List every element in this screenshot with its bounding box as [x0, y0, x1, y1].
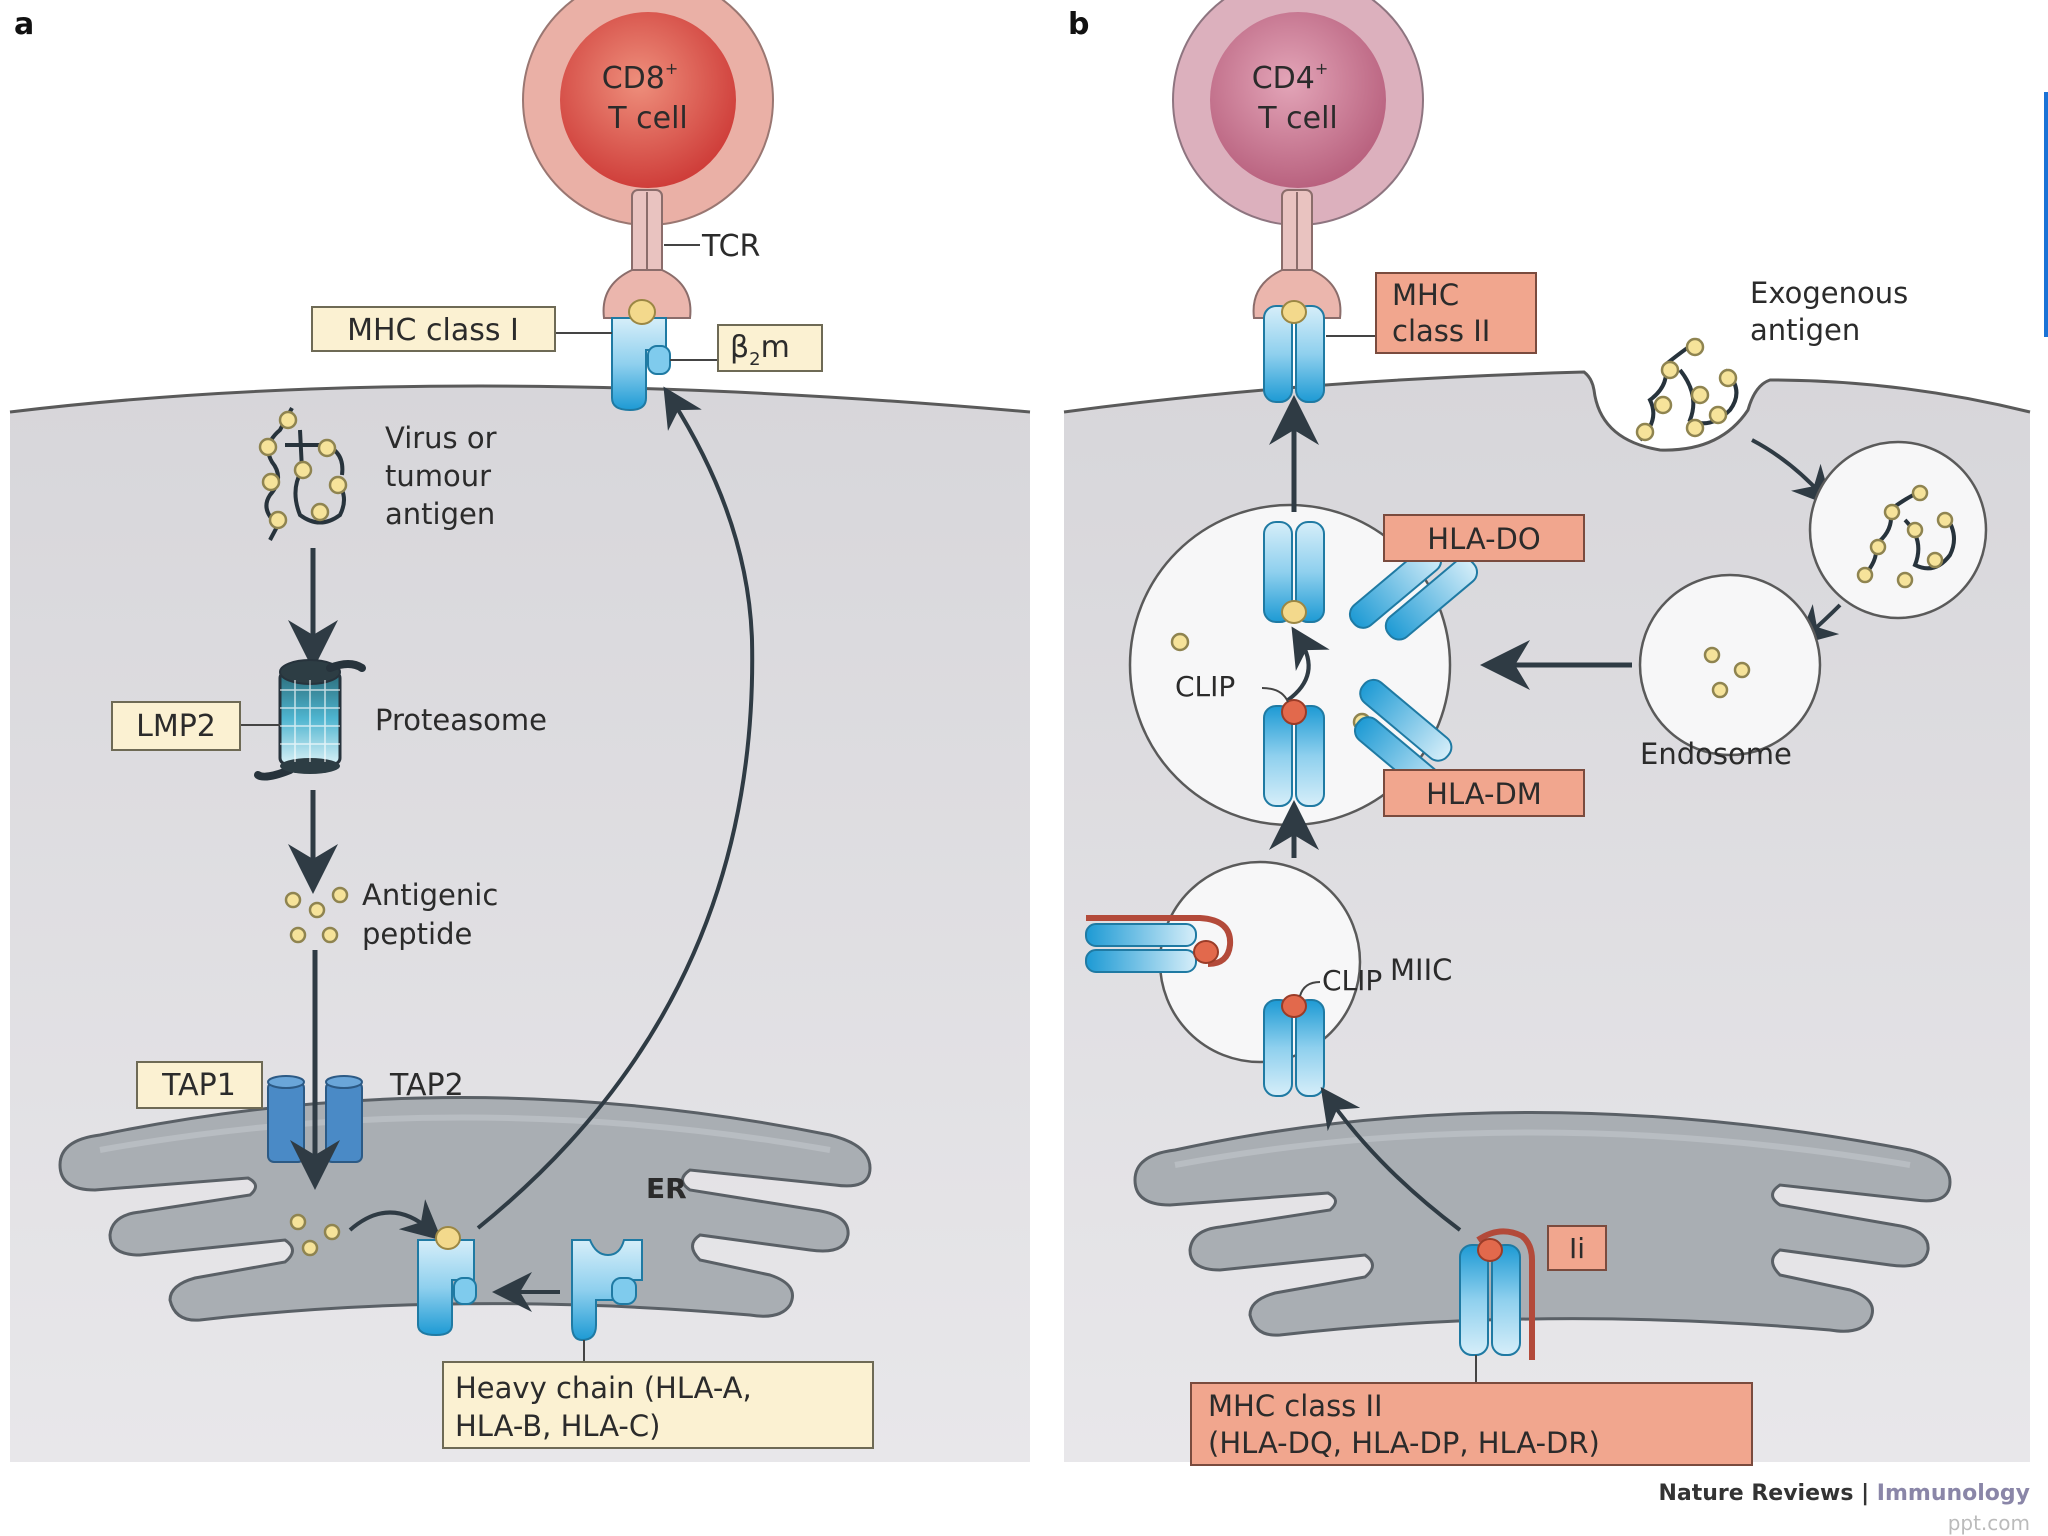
t-cell-label: T cell: [1257, 101, 1337, 136]
svg-text:HLA-DO: HLA-DO: [1427, 522, 1540, 556]
clip-lower-leader-line: [1299, 981, 1321, 997]
endosome-label: Endosome: [1640, 737, 1792, 771]
mhc-class-i-er-loaded: [417, 1226, 477, 1337]
antigenic-peptide-icon: [284, 886, 349, 944]
antigen-label-line1: Virus or: [385, 421, 497, 455]
tap1-label-box: TAP1: [136, 1061, 263, 1109]
panel-a-er: [58, 1096, 872, 1322]
slide-edge-accent-bar: [2044, 92, 2048, 337]
early-endosome-vesicle: [1808, 440, 1988, 620]
svg-text:MHC class I: MHC class I: [347, 313, 519, 348]
miic-compartment: [1085, 860, 1362, 1097]
mhc-class-i-heavy-chain: [571, 1239, 643, 1342]
proteasome-icon: [254, 659, 366, 781]
ii-label-box: Ii: [1547, 1225, 1607, 1271]
arrow-endocytosis: [1751, 438, 1833, 507]
svg-text:TAP1: TAP1: [161, 1068, 236, 1103]
tcr-receptor-b: [1252, 189, 1342, 319]
mhc-class-ii-genes-label-box: MHC class II (HLA-DQ, HLA-DP, HLA-DR): [1190, 1382, 1753, 1466]
exogenous-label-line2: antigen: [1750, 313, 1860, 347]
mhc-class-i-surface: [611, 299, 671, 412]
exogenous-label-line1: Exogenous: [1750, 276, 1908, 310]
antigen-label-line3: antigen: [385, 497, 495, 531]
miic-label: MIIC: [1390, 953, 1452, 987]
svg-text:class II: class II: [1392, 314, 1490, 348]
peptide-label-line2: peptide: [362, 917, 472, 951]
svg-text:β2m: β2m: [730, 330, 790, 370]
mhc-class-ii-loaded: [1263, 521, 1325, 624]
er-label: ER: [646, 1172, 687, 1205]
tap2-label: TAP2: [389, 1068, 464, 1103]
cd8-t-cell: CD8+ T cell: [522, 0, 774, 226]
b2m-label-box: β2m: [717, 324, 823, 372]
panel-b-cell-membrane: [1063, 370, 2031, 452]
heavy-chain-label-box: Heavy chain (HLA-A, HLA-B, HLA-C): [442, 1361, 874, 1449]
virus-antigen-icon: [258, 407, 348, 541]
mhc-class-ii-invariant-chain: [1459, 1228, 1535, 1360]
panel-b-letter: b: [1068, 7, 1089, 42]
mhc-class-ii-clip: [1263, 699, 1325, 807]
tcr-label: TCR: [701, 229, 760, 264]
svg-text:(HLA-DQ, HLA-DP, HLA-DR): (HLA-DQ, HLA-DP, HLA-DR): [1208, 1426, 1600, 1460]
er-peptide-icon: [289, 1213, 341, 1257]
mhc-class-ii-label-box: MHC class II: [1375, 272, 1537, 354]
svg-text:MHC class II: MHC class II: [1208, 1389, 1383, 1423]
antigen-label-line2: tumour: [385, 459, 491, 493]
arrow-peptide-loading: [348, 1199, 443, 1241]
arrow-er-to-miic: [1320, 1086, 1462, 1232]
svg-text:HLA-DM: HLA-DM: [1426, 777, 1542, 811]
clip-label-upper: CLIP: [1175, 670, 1235, 703]
lmp2-label-box: LMP2: [111, 701, 241, 751]
cd4-t-cell: CD4+ T cell: [1172, 0, 1424, 226]
svg-text:Ii: Ii: [1569, 1232, 1585, 1265]
panel-b-er: [1133, 1111, 1952, 1337]
journal-credit: Nature Reviews | Immunology: [1658, 1481, 2030, 1506]
tcr-receptor: [602, 189, 692, 319]
t-cell-label: T cell: [607, 101, 687, 136]
clip-label-lower: CLIP: [1322, 964, 1382, 997]
cd4-label: CD4+: [1252, 59, 1329, 96]
peptide-label-line1: Antigenic: [362, 878, 498, 912]
svg-text:LMP2: LMP2: [136, 709, 216, 744]
mhc-class-i-label-box: MHC class I: [311, 306, 556, 352]
svg-text:HLA-B, HLA-C): HLA-B, HLA-C): [455, 1409, 660, 1443]
watermark-text: ppt.com: [1948, 1511, 2030, 1535]
exogenous-antigen-icon: [1635, 337, 1739, 442]
hla-do-label-box: HLA-DO: [1383, 514, 1585, 562]
hla-dm-label-box: HLA-DM: [1383, 769, 1585, 817]
panel-a-letter: a: [14, 7, 34, 42]
cd8-label: CD8+: [602, 59, 679, 96]
panel-a-cell-membrane: [9, 384, 1031, 414]
clip-upper-leader-line: [1261, 687, 1289, 703]
proteasome-label: Proteasome: [375, 703, 547, 737]
endosome: [1638, 573, 1822, 757]
svg-text:MHC: MHC: [1392, 278, 1459, 312]
arrow-clip-exchange: [1286, 626, 1330, 702]
svg-text:Heavy chain (HLA-A,: Heavy chain (HLA-A,: [455, 1371, 752, 1405]
arrow-mhc-i-to-surface: [476, 386, 755, 1230]
